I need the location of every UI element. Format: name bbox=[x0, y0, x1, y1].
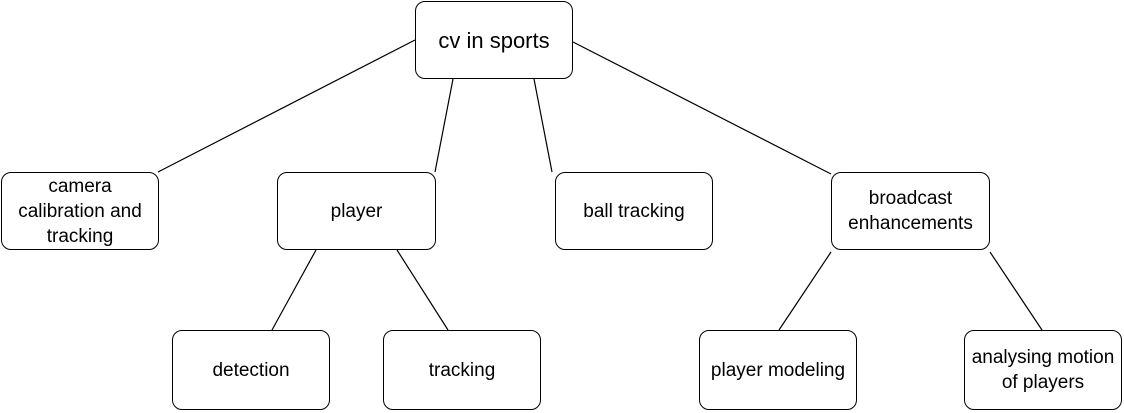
node-camera-calibration-and-tracking: camera calibration and tracking bbox=[1, 172, 159, 250]
node-player: player bbox=[277, 172, 436, 250]
edge-broadcast-analysing-motion bbox=[989, 251, 1043, 331]
node-label: analysing motion of players bbox=[971, 347, 1115, 393]
edge-broadcast-player-modeling bbox=[778, 251, 832, 331]
node-label: detection bbox=[212, 359, 290, 381]
node-label: player bbox=[330, 200, 383, 222]
node-label: cv in sports bbox=[438, 27, 550, 53]
node-broadcast-enhancements: broadcast enhancements bbox=[831, 172, 990, 250]
node-label: tracking bbox=[428, 359, 496, 381]
node-tracking: tracking bbox=[383, 330, 541, 410]
node-label: camera calibration and tracking bbox=[18, 175, 142, 247]
edge-root-player bbox=[434, 78, 454, 173]
node-cv-in-sports: cv in sports bbox=[415, 1, 573, 79]
node-player-modeling: player modeling bbox=[699, 330, 857, 410]
node-ball-tracking: ball tracking bbox=[555, 172, 713, 250]
edge-player-detection bbox=[271, 249, 317, 331]
node-detection: detection bbox=[172, 330, 330, 410]
edge-player-tracking bbox=[396, 249, 449, 331]
edge-root-broadcast bbox=[572, 41, 832, 175]
node-analysing-motion-of-players: analysing motion of players bbox=[964, 330, 1122, 410]
node-label: broadcast enhancements bbox=[848, 188, 973, 234]
node-label: player modeling bbox=[710, 359, 846, 381]
edge-root-camera bbox=[157, 39, 416, 173]
edge-root-ball bbox=[533, 78, 553, 173]
node-label: ball tracking bbox=[583, 200, 685, 222]
